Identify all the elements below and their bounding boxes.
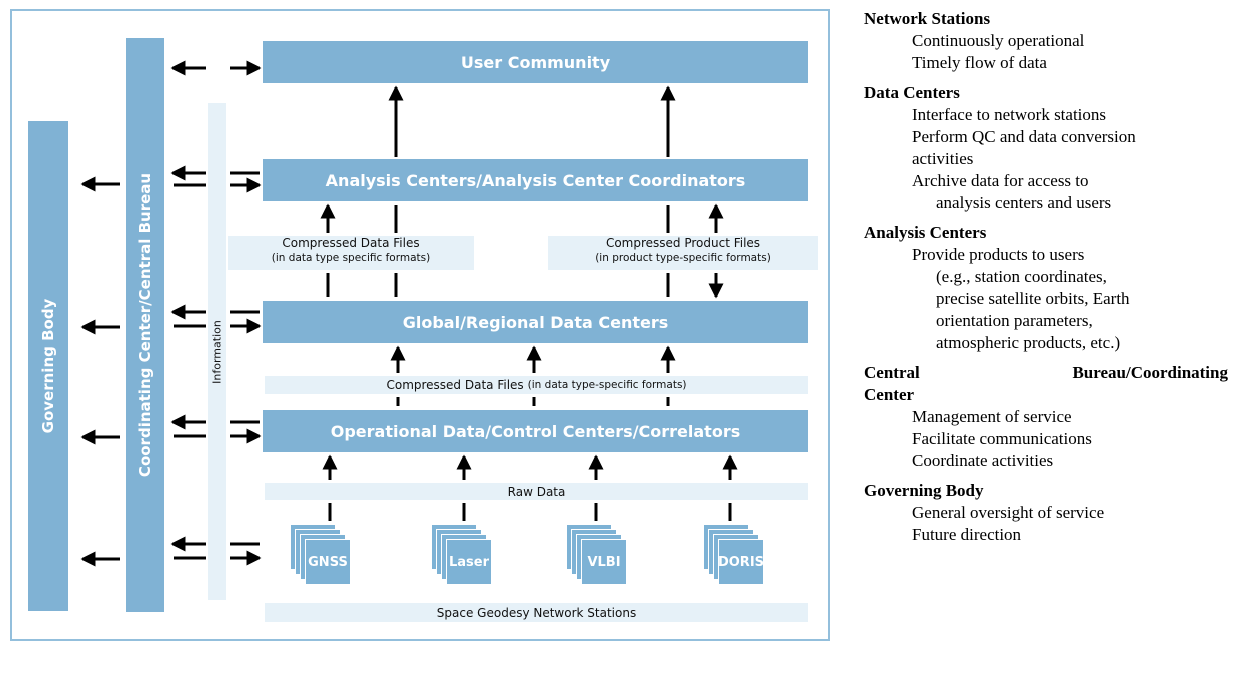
legend-item: orientation parameters, [936,311,1093,330]
legend-item: Perform QC and data conversion [912,127,1136,146]
user-community-box: User Community [263,41,808,83]
raw-data-label: Raw Data [507,484,566,499]
legend-item: analysis centers and users [936,193,1112,212]
compressed-data-files-mid-detail: (in data type-specific formats) [527,379,687,391]
compressed-data-files-left-line2: (in data type specific formats) [271,252,431,264]
diagram-frame: Governing Body Coordinating Center/Centr… [10,9,830,641]
legend-central-bureau-title: Central Bureau/Coordinating [864,362,1228,384]
station-gnss: GNSS [290,524,351,585]
legend-item: Management of service [912,407,1072,426]
station-gnss-label: GNSS [305,539,351,585]
legend-central-bureau: Central Bureau/Coordinating Center Manag… [864,362,1228,472]
legend-governing-body: Governing Body General oversight of serv… [864,480,1228,546]
compressed-data-files-left: Compressed Data Files (in data type spec… [228,236,474,270]
compressed-product-files-line1: Compressed Product Files [605,236,761,250]
legend-network-stations-title: Network Stations [864,9,991,28]
station-vlbi: VLBI [566,524,627,585]
compressed-product-files: Compressed Product Files (in product typ… [548,236,818,270]
raw-data-strip: Raw Data [265,483,808,500]
legend-item: activities [912,149,974,168]
user-community-label: User Community [460,52,611,72]
legend-item: atmospheric products, etc.) [936,333,1121,352]
legend-analysis-centers: Analysis Centers Provide products to use… [864,222,1228,354]
coordinating-center-box: Coordinating Center/Central Bureau [126,38,164,612]
legend-central-bureau-title-a: Central [864,363,920,382]
global-data-centers-box: Global/Regional Data Centers [263,301,808,343]
legend-data-centers: Data Centers Interface to network statio… [864,82,1228,214]
station-doris-label: DORIS [718,539,764,585]
information-strip: Information [208,103,226,600]
legend-central-bureau-title-c: Center [864,385,915,404]
analysis-centers-box: Analysis Centers/Analysis Center Coordin… [263,159,808,201]
station-laser-label: Laser [446,539,492,585]
legend-item: Coordinate activities [912,451,1054,470]
station-laser: Laser [431,524,492,585]
legend-item: Archive data for access to [912,171,1089,190]
legend-item: precise satellite orbits, Earth [936,289,1130,308]
legend-item: Provide products to users [912,245,1085,264]
legend-item: Future direction [912,525,1022,544]
operational-centers-label: Operational Data/Control Centers/Correla… [330,421,741,441]
legend-item: Continuously operational [912,31,1085,50]
network-stations-label: Space Geodesy Network Stations [436,605,637,620]
legend-item: Interface to network stations [912,105,1107,124]
legend-network-stations: Network Stations Continuously operationa… [864,8,1228,74]
legend-item: Timely flow of data [912,53,1047,72]
compressed-data-files-left-line1: Compressed Data Files [282,236,420,250]
station-vlbi-label: VLBI [581,539,627,585]
legend: Network Stations Continuously operationa… [864,8,1228,554]
network-stations-strip: Space Geodesy Network Stations [265,603,808,622]
legend-item: Facilitate communications [912,429,1092,448]
legend-governing-body-title: Governing Body [864,481,984,500]
legend-central-bureau-title-b: Bureau/Coordinating [1072,363,1228,382]
station-doris: DORIS [703,524,764,585]
operational-centers-box: Operational Data/Control Centers/Correla… [263,410,808,452]
legend-item: General oversight of service [912,503,1105,522]
governing-body-box: Governing Body [28,121,68,611]
global-data-centers-label: Global/Regional Data Centers [402,312,669,332]
legend-data-centers-title: Data Centers [864,83,960,102]
compressed-data-files-mid-main: Compressed Data Files [386,378,524,392]
connector-arrows [80,60,738,567]
legend-item: (e.g., station coordinates, [936,267,1107,286]
analysis-centers-label: Analysis Centers/Analysis Center Coordin… [325,170,746,190]
compressed-data-files-mid: Compressed Data Files (in data type-spec… [265,376,808,394]
compressed-product-files-line2: (in product type-specific formats) [595,252,771,264]
legend-analysis-centers-title: Analysis Centers [864,223,987,242]
